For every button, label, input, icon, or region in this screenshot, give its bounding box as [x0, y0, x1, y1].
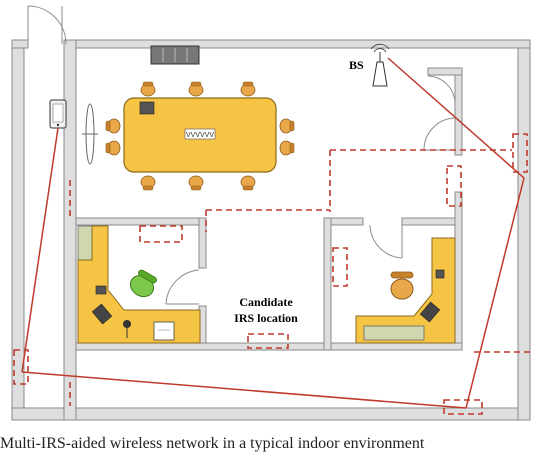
lamp-icon	[82, 103, 98, 165]
orange-chair	[390, 271, 414, 300]
table-tag: VVVVVV	[186, 132, 214, 139]
conference-table: VVVVVV	[123, 97, 277, 173]
candidate-label-line1: Candidate	[239, 295, 293, 309]
signal-paths	[21, 57, 525, 409]
antenna-icon	[370, 43, 390, 87]
printer-icon	[153, 321, 175, 341]
smartphone-icon	[49, 99, 67, 129]
window-icon	[150, 45, 200, 65]
outer-walls	[11, 39, 531, 421]
green-chair	[129, 269, 157, 298]
figure-caption: Multi-IRS-aided wireless network in a ty…	[0, 435, 425, 452]
entrance-door	[27, 5, 67, 45]
monitor-icon	[419, 301, 441, 323]
laptop-icon	[139, 101, 155, 115]
inner-walls	[75, 67, 463, 351]
phone-icon	[435, 269, 445, 279]
candidate-label-line2: IRS location	[234, 311, 298, 325]
monitor-icon	[91, 303, 113, 325]
bs-label: BS	[349, 58, 364, 72]
phone-icon	[95, 285, 107, 295]
left-office-furniture	[77, 225, 201, 344]
right-office-furniture	[355, 237, 456, 344]
candidate-irs-locations	[13, 133, 530, 415]
